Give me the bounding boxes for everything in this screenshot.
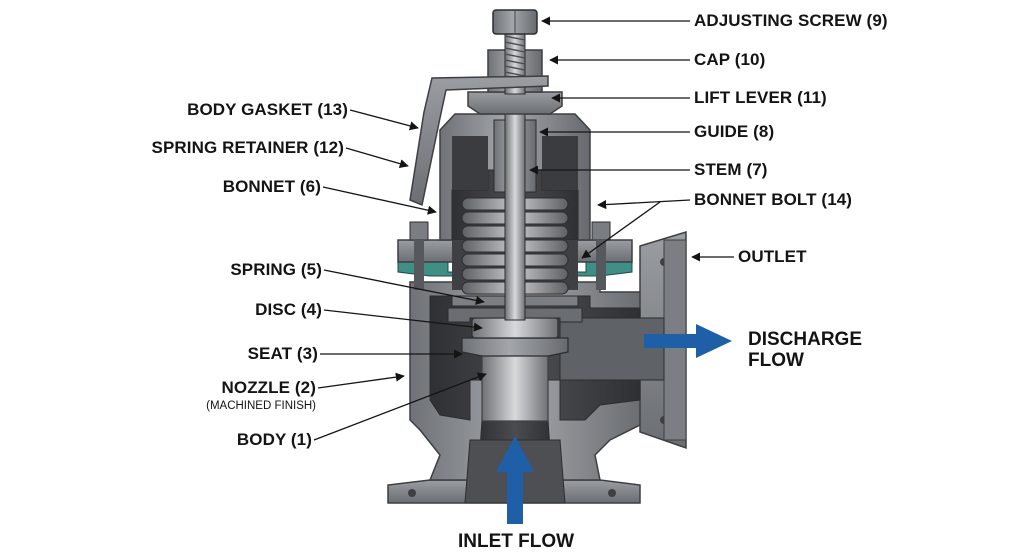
leader-lines xyxy=(313,16,734,441)
leader-nozzle xyxy=(317,372,405,389)
leader-spring-retainer xyxy=(345,147,409,169)
nozzle xyxy=(481,344,549,422)
label-discharge-line1: DISCHARGE xyxy=(748,329,863,350)
label-body-gasket: BODY GASKET (13) xyxy=(187,100,348,119)
bonnet-bolt xyxy=(409,221,611,290)
label-bonnet-bolt: BONNET BOLT (14) xyxy=(694,190,853,209)
lift-lever xyxy=(409,75,549,207)
seat-ring xyxy=(461,337,569,357)
leader-bonnet-bolt-b xyxy=(581,201,661,259)
label-seat: SEAT (3) xyxy=(247,344,318,363)
discharge-flow-arrow xyxy=(644,324,732,358)
leader-body-gasket xyxy=(349,109,419,131)
stem xyxy=(504,79,526,321)
label-outlet: OUTLET xyxy=(738,247,807,266)
label-stem: STEM (7) xyxy=(694,160,768,179)
label-nozzle-note: (MACHINED FINISH) xyxy=(206,400,316,412)
label-lift-lever: LIFT LEVER (11) xyxy=(694,88,827,107)
label-cap: CAP (10) xyxy=(694,50,766,69)
label-body: BODY (1) xyxy=(236,430,312,449)
label-spring-retainer: SPRING RETAINER (12) xyxy=(151,138,344,157)
inlet-flow-arrow xyxy=(496,436,534,524)
label-bonnet: BONNET (6) xyxy=(222,177,321,196)
leader-disc xyxy=(323,309,483,332)
label-nozzle: NOZZLE (2) xyxy=(221,378,316,397)
label-discharge-line2: FLOW xyxy=(748,350,804,371)
label-disc: DISC (4) xyxy=(255,300,322,319)
leader-body xyxy=(313,372,487,441)
leader-bonnet-bolt-a xyxy=(597,199,691,210)
cap xyxy=(467,91,563,115)
label-spring: SPRING (5) xyxy=(230,260,322,279)
valve-illustration xyxy=(387,9,687,504)
label-adjusting-screw: ADJUSTING SCREW (9) xyxy=(694,11,888,30)
label-guide: GUIDE (8) xyxy=(694,122,775,141)
leader-spring xyxy=(323,269,485,305)
leader-bonnet xyxy=(322,186,437,215)
disc xyxy=(471,317,559,339)
label-inlet-flow: INLET FLOW xyxy=(458,531,575,552)
